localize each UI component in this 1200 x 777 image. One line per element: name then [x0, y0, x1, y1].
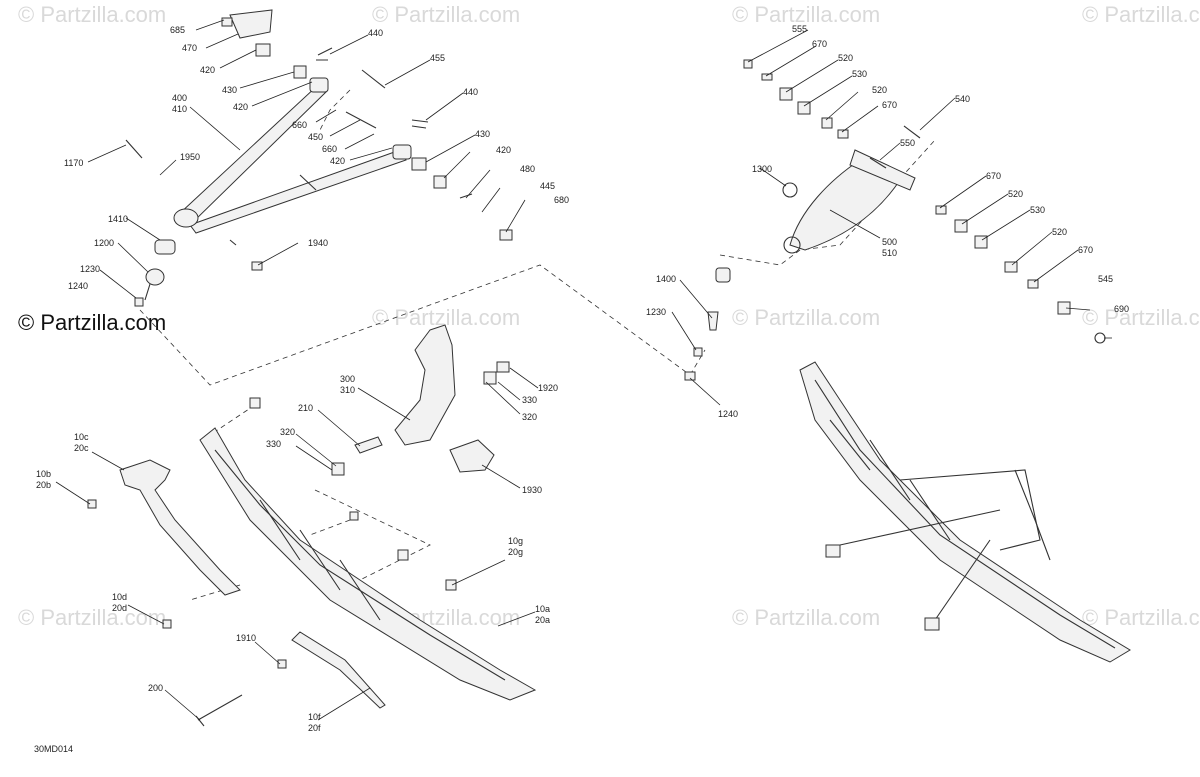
callout-690: 690	[1114, 304, 1129, 314]
watermark: © Partzilla.com	[1082, 305, 1200, 330]
watermark: © Partzilla.com	[1082, 605, 1200, 630]
callout-10g: 10g	[508, 536, 523, 546]
callout-400: 400	[172, 93, 187, 103]
callout-1230: 1230	[646, 307, 666, 317]
callout-1170: 1170	[64, 158, 83, 168]
callout-420: 420	[200, 65, 215, 75]
callout-420: 420	[330, 156, 345, 166]
callout-685: 685	[170, 25, 185, 35]
callout-330: 330	[522, 395, 537, 405]
callout-1930: 1930	[522, 485, 542, 495]
watermark: © Partzilla.com	[732, 605, 880, 630]
watermark: © Partzilla.com	[372, 2, 520, 27]
callout-20f: 20f	[308, 723, 321, 733]
callout-330: 330	[266, 439, 281, 449]
callout-1410: 1410	[108, 214, 128, 224]
callout-670: 670	[812, 39, 827, 49]
callout-410: 410	[172, 104, 187, 114]
callout-300: 300	[340, 374, 355, 384]
callout-1200: 1200	[94, 238, 114, 248]
callout-530: 530	[852, 69, 867, 79]
callout-520: 520	[838, 53, 853, 63]
lower-a-arm	[125, 9, 513, 307]
callout-10a: 10a	[535, 604, 550, 614]
callout-1240: 1240	[718, 409, 738, 419]
callout-660: 660	[292, 120, 307, 130]
callout-520: 520	[872, 85, 887, 95]
upper-a-arm	[684, 59, 1106, 381]
callout-455: 455	[430, 53, 445, 63]
callout-320: 320	[522, 412, 537, 422]
callout-1230: 1230	[80, 264, 100, 274]
assembled-ski	[799, 361, 1131, 663]
callout-440: 440	[463, 87, 478, 97]
spindle	[331, 324, 510, 476]
callout-450: 450	[308, 132, 323, 142]
callout-470: 470	[182, 43, 197, 53]
callout-430: 430	[222, 85, 237, 95]
callout-210: 210	[298, 403, 313, 413]
callout-20b: 20b	[36, 480, 51, 490]
brand-logo: © Partzilla.com	[18, 310, 166, 335]
callout-20g: 20g	[508, 547, 523, 557]
callout-670: 670	[1078, 245, 1093, 255]
callout-420: 420	[233, 102, 248, 112]
callout-545: 545	[1098, 274, 1113, 284]
callout-1940: 1940	[308, 238, 328, 248]
callout-500: 500	[882, 237, 897, 247]
watermark: © Partzilla.com	[18, 2, 166, 27]
callout-1910: 1910	[236, 633, 256, 643]
watermark: © Partzilla.com	[732, 2, 880, 27]
callout-200: 200	[148, 683, 163, 693]
callout-1920: 1920	[538, 383, 558, 393]
callout-540: 540	[955, 94, 970, 104]
callout-530: 530	[1030, 205, 1045, 215]
callout-520: 520	[1052, 227, 1067, 237]
callout-20c: 20c	[74, 443, 89, 453]
diagram-code: 30MD014	[34, 744, 73, 754]
callout-510: 510	[882, 248, 897, 258]
callout-10c: 10c	[74, 432, 89, 442]
callout-430: 430	[475, 129, 490, 139]
watermark-layer: © Partzilla.com © Partzilla.com © Partzi…	[18, 2, 1200, 630]
callout-310: 310	[340, 385, 355, 395]
watermark: © Partzilla.com	[18, 605, 166, 630]
callout-520: 520	[1008, 189, 1023, 199]
watermark: © Partzilla.com	[372, 305, 520, 330]
callout-1300: 1300	[752, 164, 772, 174]
callout-10d: 10d	[112, 592, 127, 602]
callout-670: 670	[882, 100, 897, 110]
callout-1950: 1950	[180, 152, 200, 162]
left-ski	[87, 397, 537, 727]
callout-445: 445	[540, 181, 555, 191]
callout-420: 420	[496, 145, 511, 155]
callout-555: 555	[792, 24, 807, 34]
callout-670: 670	[986, 171, 1001, 181]
watermark: © Partzilla.com	[732, 305, 880, 330]
callout-10b: 10b	[36, 469, 51, 479]
callout-680: 680	[554, 195, 569, 205]
callout-660: 660	[322, 144, 337, 154]
callout-1400: 1400	[656, 274, 676, 284]
callout-10f: 10f	[308, 712, 321, 722]
callout-1240: 1240	[68, 281, 88, 291]
callout-320: 320	[280, 427, 295, 437]
callout-20d: 20d	[112, 603, 127, 613]
leader-lines	[55, 19, 1112, 721]
callout-550: 550	[900, 138, 915, 148]
callout-480: 480	[520, 164, 535, 174]
callout-20a: 20a	[535, 615, 550, 625]
callout-440: 440	[368, 28, 383, 38]
callout-labels: 685 470 420 430 420 440 455 400 410 660 …	[36, 24, 1129, 733]
watermark: © Partzilla.com	[1082, 2, 1200, 27]
